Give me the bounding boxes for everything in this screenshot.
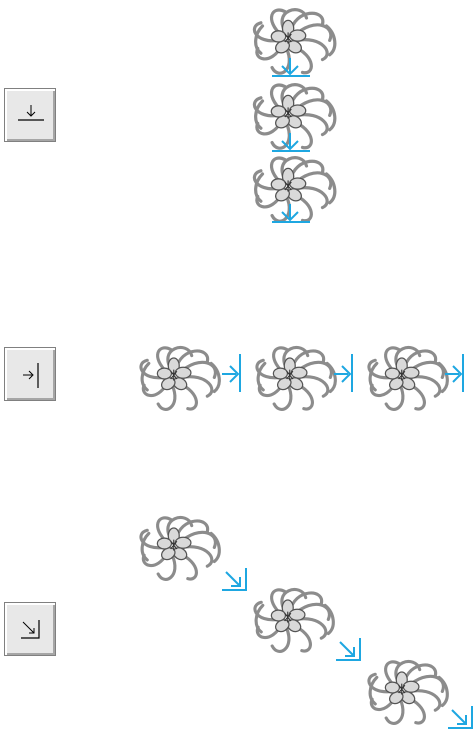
right-arrow-marker-icon (443, 354, 465, 394)
down-arrow-marker-icon (272, 131, 312, 153)
direction-down-button[interactable] (4, 88, 56, 142)
right-arrow-marker-icon (332, 354, 354, 394)
down-arrow-marker-icon (272, 202, 312, 224)
arrow-down-right-to-corner-icon (5, 603, 57, 657)
arrow-down-to-line-icon (5, 89, 57, 143)
direction-diagonal-button[interactable] (4, 602, 56, 656)
direction-right-button[interactable] (4, 347, 56, 401)
diagonal-arrow-marker-icon (336, 638, 362, 662)
arrow-right-to-line-icon (5, 348, 57, 402)
down-arrow-marker-icon (272, 56, 312, 78)
diagonal-arrow-marker-icon (448, 706, 474, 730)
right-arrow-marker-icon (220, 354, 242, 394)
diagonal-arrow-marker-icon (222, 568, 248, 592)
